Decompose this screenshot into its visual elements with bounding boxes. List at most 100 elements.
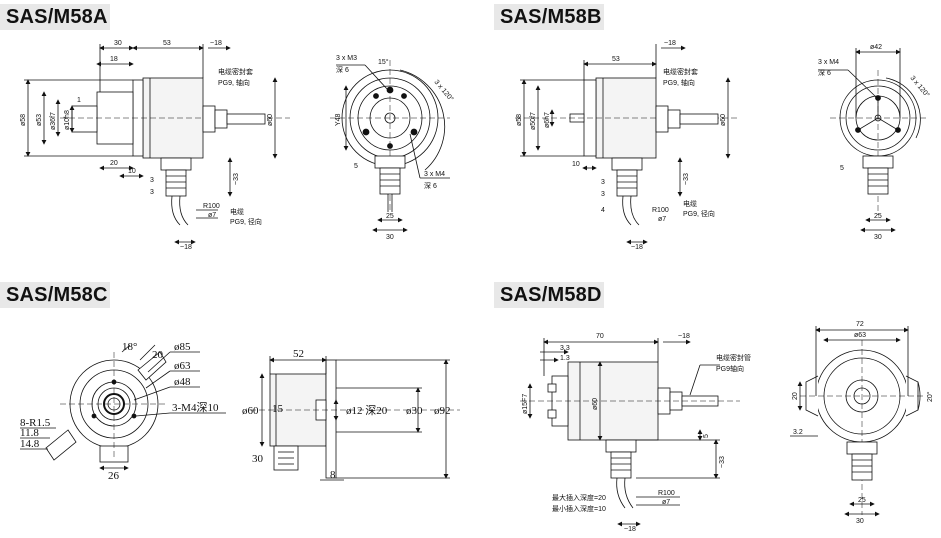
b-dim-4: 4 — [601, 207, 605, 214]
a-dim-53: 53 — [163, 40, 171, 47]
c-front-m4: 3-M4深10 — [172, 401, 219, 414]
b-dim-33: ~33 — [683, 173, 690, 185]
d-dim-18c: ~18 — [624, 526, 636, 533]
a-dim-18c: ~18 — [180, 244, 192, 251]
c-side-d30: 30 — [252, 453, 264, 465]
c-side-d60: ø60 — [242, 405, 259, 417]
a-dim-18b: 18 — [110, 56, 118, 63]
a-cable-text2: PG9, 径向 — [230, 217, 262, 226]
a-dim-3b: 3 — [150, 189, 154, 196]
b-front-d25: 25 — [874, 213, 882, 220]
b-dim-58: ø58 — [516, 114, 523, 126]
a-front-y48: Y48 — [335, 113, 342, 126]
d-dim-13: 1.3 — [560, 355, 570, 362]
d-max-depth: 最大插入深度=20 — [552, 493, 606, 502]
d-dim-18: ~18 — [678, 333, 690, 340]
m58b-front-labels: ø42 3 x M4 深 6 3 x 120° 5 25 30 — [818, 44, 931, 241]
c-side-d15: 15 — [272, 403, 284, 415]
m58a-front-view — [330, 60, 450, 233]
d-front-d72: 72 — [856, 321, 864, 328]
d-dim-15: ø15F7 — [522, 394, 529, 414]
m58d-front-labels: 72 ø63 20 20° 3.2 25 30 — [792, 321, 934, 525]
b-front-depth6: 深 6 — [818, 68, 831, 77]
a-front-depth6b: 深 6 — [424, 181, 437, 190]
section-title-b: SAS/M58B — [500, 6, 602, 28]
d-gland-text1: 电缆密封管 — [716, 353, 751, 362]
d-front-d32: 3.2 — [793, 429, 803, 436]
a-dim-36: ø36f7 — [50, 112, 57, 130]
b-dim-10: 10 — [572, 161, 580, 168]
c-front-d118: 11.8 — [20, 427, 39, 439]
d-dim-33b: ~33 — [719, 456, 726, 468]
b-r100: R100 — [652, 207, 669, 214]
a-dim-30: 30 — [114, 40, 122, 47]
b-front-d42: ø42 — [870, 44, 882, 51]
d-dim-5: 5 — [703, 434, 710, 438]
a-gland-text1: 电缆密封套 — [218, 67, 253, 76]
c-side-d12: ø12 深20 — [346, 404, 388, 417]
a-front-d25: 25 — [386, 213, 394, 220]
c-front-d26: 26 — [108, 470, 120, 482]
section-title-c: SAS/M58C — [6, 284, 108, 306]
d-front-d30: 30 — [856, 518, 864, 525]
b-gland-text2: PG9, 轴向 — [663, 78, 695, 87]
d-front-d63: ø63 — [854, 332, 866, 339]
c-front-d48: ø48 — [174, 376, 191, 388]
a-dim-60: ø60 — [267, 114, 274, 126]
b-d7: ø7 — [658, 216, 666, 223]
a-dim-10b: 10 — [128, 168, 136, 175]
b-dim-18c: ~18 — [631, 244, 643, 251]
a-dim-53v: ø53 — [36, 114, 43, 126]
m58b-front-view — [818, 48, 926, 233]
b-dim-3b: 3 — [601, 191, 605, 198]
d-dim-70: 70 — [596, 333, 604, 340]
a-front-ang120: 3 x 120° — [432, 78, 455, 103]
c-front-d20: 20 — [152, 349, 164, 361]
a-front-d30: 30 — [386, 234, 394, 241]
b-dim-50: ø50f7 — [530, 112, 537, 130]
d-front-d20: 20 — [792, 392, 799, 400]
a-dim-3: 3 — [150, 177, 154, 184]
m58d-side-labels: 70 ~18 3.3 1.3 电缆密封管 PG9轴向 ø15F7 ø60 5 ~… — [522, 333, 751, 533]
section-header-b: SAS/M58B — [494, 4, 604, 30]
d-d7: ø7 — [662, 499, 670, 506]
section-header-d: SAS/M58D — [494, 282, 604, 308]
a-d7: ø7 — [208, 212, 216, 219]
b-dim-18: ~18 — [664, 40, 676, 47]
c-front-r15: 8-R1.5 — [20, 417, 51, 429]
a-dim-18: ~18 — [210, 40, 222, 47]
c-side-d92: ø92 — [434, 405, 451, 417]
m58d-side-view — [520, 338, 740, 527]
b-front-m4: 3 x M4 — [818, 59, 839, 66]
a-dim-58: ø58 — [20, 114, 27, 126]
c-front-d63: ø63 — [174, 360, 191, 372]
c-front-ang18: 18° — [122, 341, 137, 353]
a-r100: R100 — [203, 203, 220, 210]
m58c-side-labels: 52 ø60 15 ø12 深20 ø30 ø92 30 8 — [242, 348, 451, 481]
a-gland-text2: PG9, 轴向 — [218, 78, 250, 87]
d-dim-60: ø60 — [592, 398, 599, 410]
b-gland-text1: 电缆密封套 — [663, 67, 698, 76]
b-dim-53: 53 — [612, 56, 620, 63]
c-side-d30v: ø30 — [406, 405, 423, 417]
b-cable-text1: 电缆 — [683, 199, 697, 208]
c-front-d85: ø85 — [174, 341, 191, 353]
a-front-d5: 5 — [354, 163, 358, 170]
a-dim-33: ~33 — [233, 173, 240, 185]
section-header-a: SAS/M58A — [0, 4, 110, 30]
m58a-side-view — [24, 44, 290, 245]
c-front-d148: 14.8 — [20, 438, 40, 450]
m58c-side-view — [250, 356, 460, 481]
d-r100: R100 — [658, 490, 675, 497]
a-dim-1: 1 — [77, 97, 81, 104]
a-front-m4: 3 x M4 — [424, 171, 445, 178]
b-front-ang120: 3 x 120° — [908, 74, 931, 99]
a-dim-20: 20 — [110, 160, 118, 167]
m58c-front-view — [20, 344, 226, 471]
m58d-front-view — [790, 326, 924, 517]
m58b-side-labels: 53 ~18 电缆密封套 PG9, 轴向 ø58 ø50f7 ø6h7 ø60 … — [516, 40, 727, 251]
a-front-ang15: 15° — [378, 58, 389, 66]
a-dim-10: ø10h8 — [64, 110, 71, 130]
